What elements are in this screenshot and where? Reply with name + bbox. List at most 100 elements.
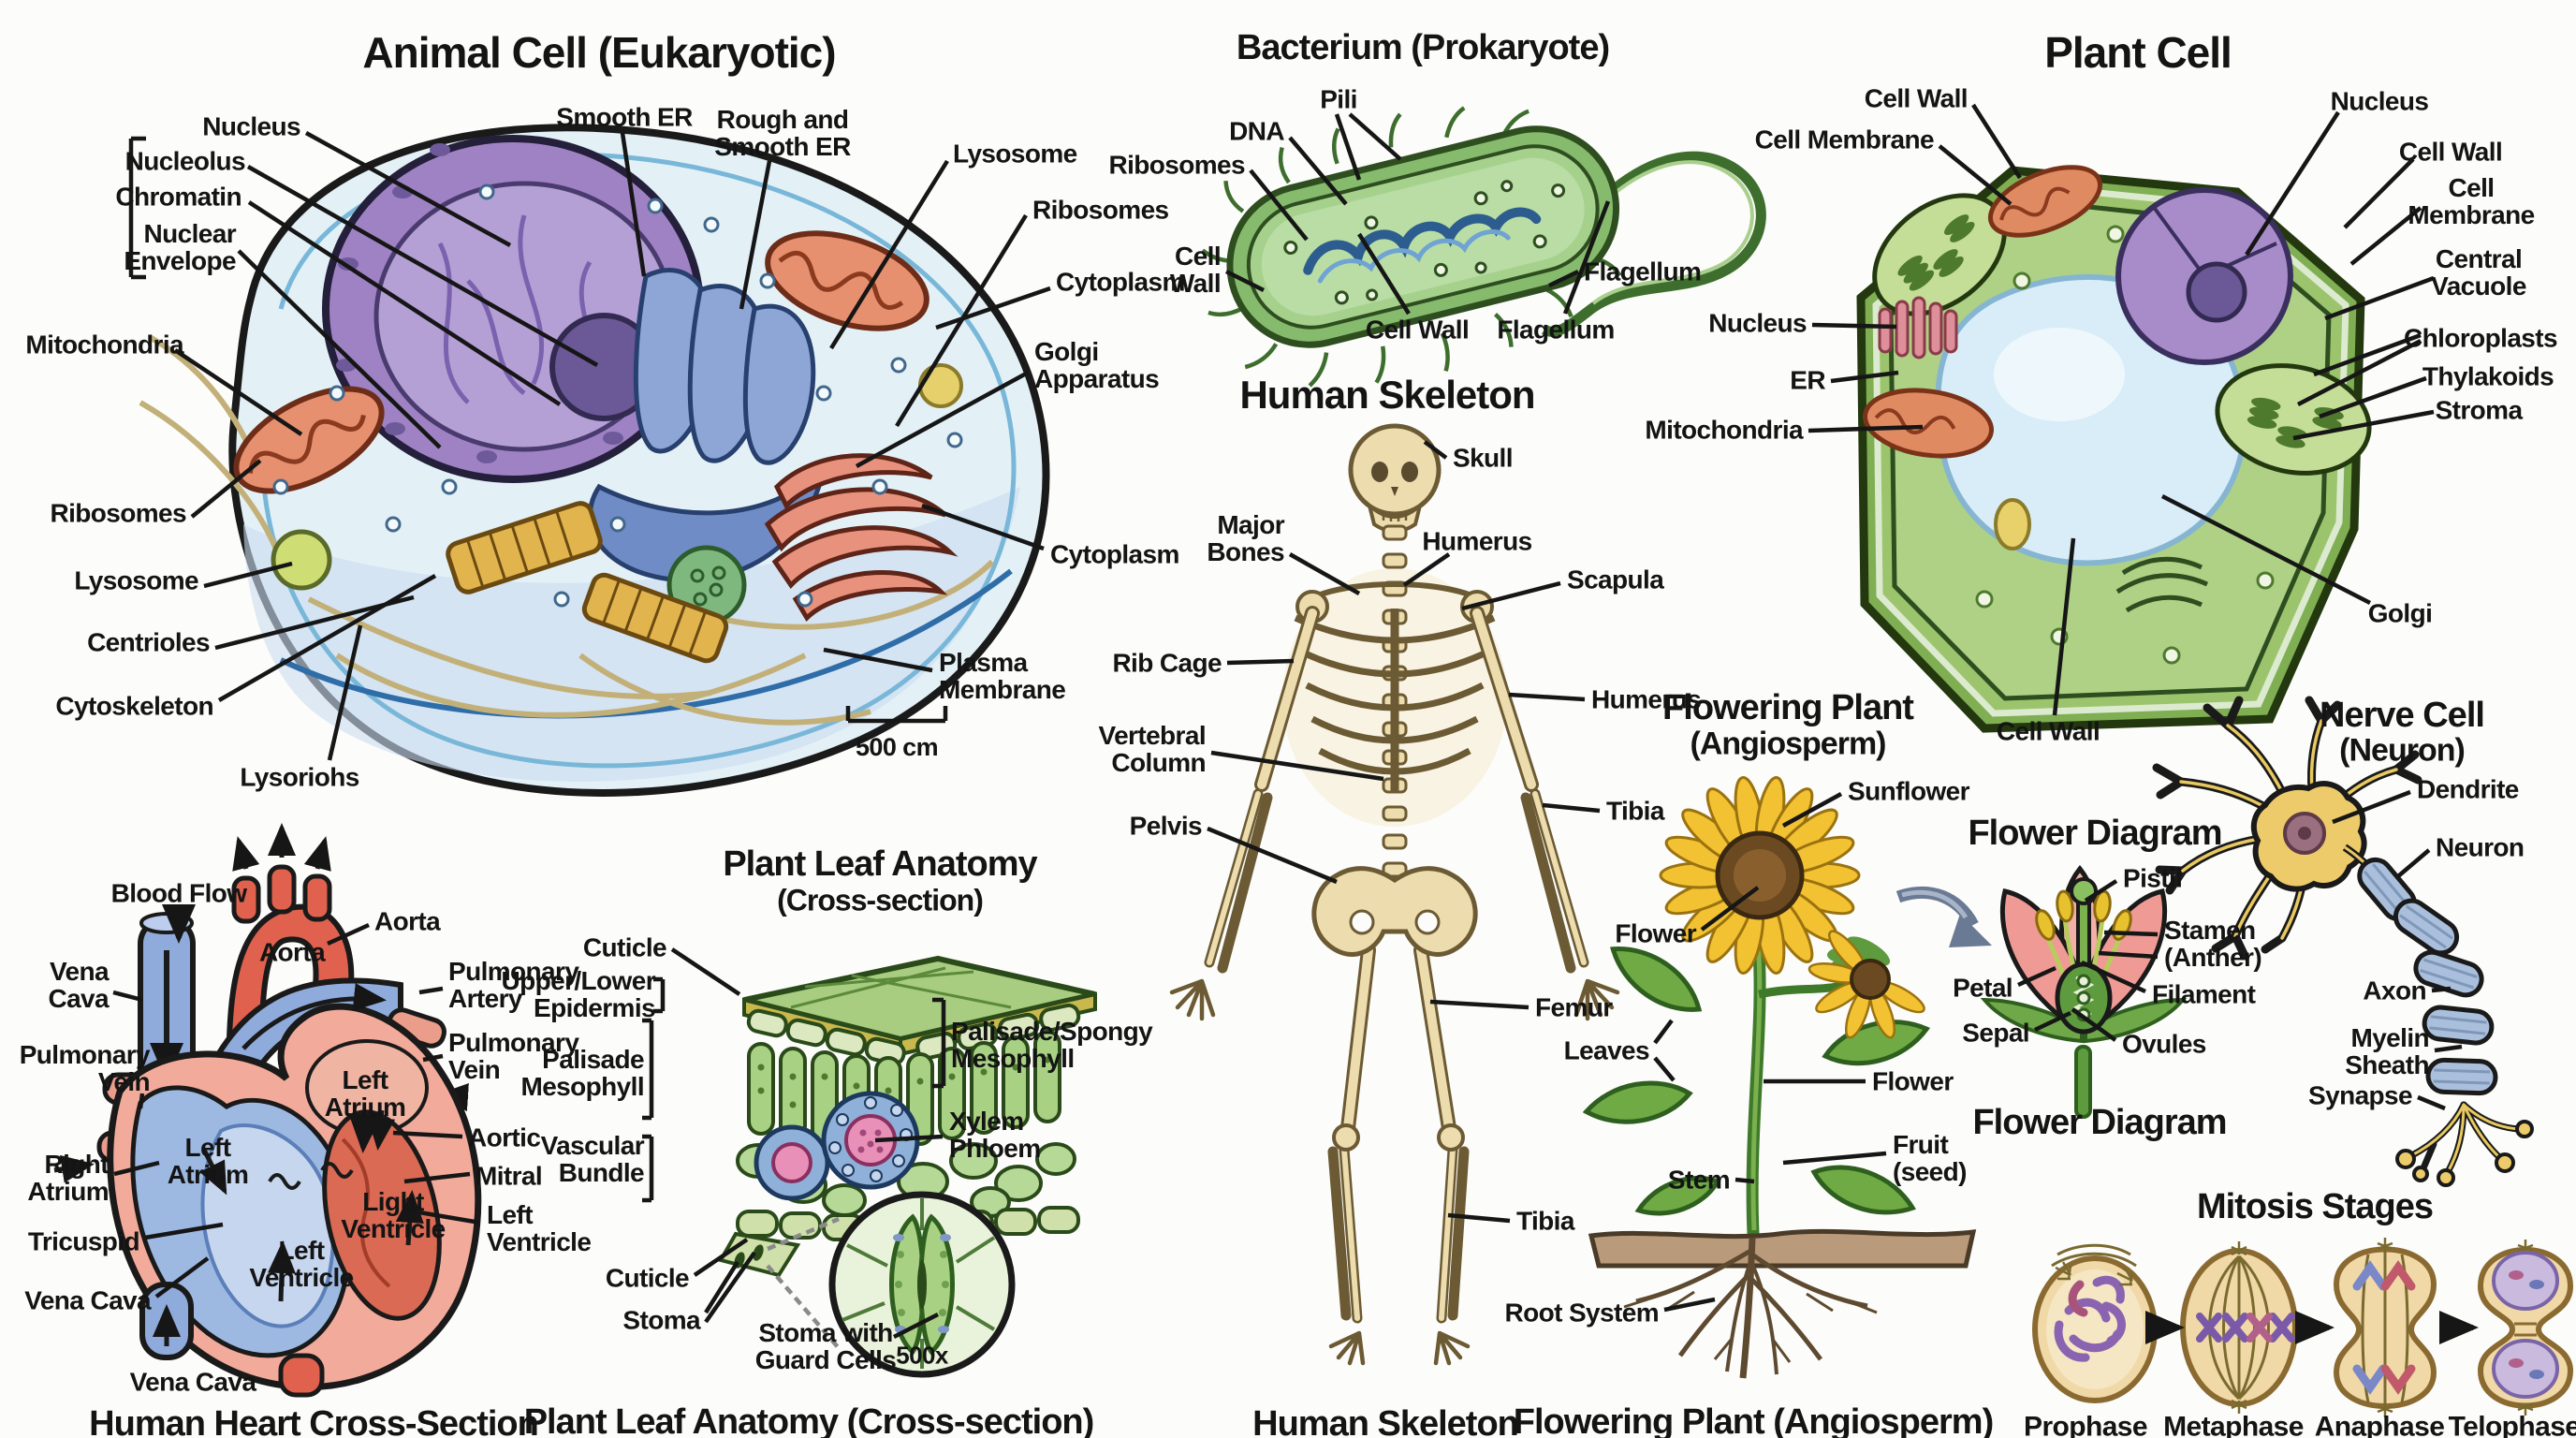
plant-leaf-leader-line: [693, 1238, 749, 1277]
nerve-cell-leader-line: [2434, 1044, 2463, 1053]
label-vena-cava-bottom: Vena Cava: [129, 1367, 256, 1397]
label-petal: Petal: [1953, 973, 2013, 1003]
flower-diagram-leader-line: [2017, 965, 2056, 988]
label-cuticle-bottom: Cuticle: [605, 1263, 690, 1293]
label-pulmonary-vein-right: Pulmonary Vein: [448, 1027, 579, 1084]
label-pc-cell-wall-bottom: Cell Wall: [1996, 716, 2100, 746]
leaf-title: Plant Leaf Anatomy: [723, 844, 1037, 885]
label-rough-smooth-er: Rough and Smooth ER: [714, 104, 851, 161]
flower-diagram-leader-line: [2034, 1010, 2071, 1033]
label-flagellum-right: Flagellum: [1584, 257, 1702, 286]
bacterium-leader-line: [1334, 113, 1362, 181]
human-heart-leader-line: [422, 1053, 444, 1063]
bacterium-leader-line: [1288, 136, 1348, 206]
animal-cell-leader-line: [173, 348, 303, 436]
flowering-caption: Flowering Plant (Angiosperm): [1513, 1402, 1994, 1438]
label-pulmonary-vein-left: Pulmonary Vein: [19, 1039, 151, 1096]
plant-cell-leader-line: [2292, 409, 2435, 441]
bacterium-leader-line: [1357, 232, 1411, 315]
label-plasma-membrane: Plasma Membrane: [939, 647, 1066, 704]
skeleton-illustration: [1169, 423, 1620, 1366]
plant-leaf-leader-line: [767, 1216, 840, 1252]
label-flagellum-bottom: Flagellum: [1497, 315, 1615, 345]
label-skull: Skull: [1453, 443, 1514, 473]
flowering-title: Flowering Plant: [1662, 688, 1914, 728]
animal-cell-leader-line: [855, 371, 1030, 468]
human-skeleton-leader-line: [1461, 580, 1561, 611]
plant-leaf-leader-line: [766, 1264, 841, 1350]
human-heart-leader-line: [138, 1093, 145, 1109]
label-axon: Axon: [2363, 976, 2426, 1005]
label-rib-cage: Rib Cage: [1112, 648, 1222, 678]
flowering-plant-leader-line: [1653, 1056, 1676, 1082]
heart-caption: Human Heart Cross-Section: [89, 1404, 539, 1438]
human-heart-leader-line: [154, 1256, 210, 1299]
label-vena-cava-left: Vena Cava: [48, 956, 109, 1013]
label-lysosome-left: Lysosome: [74, 565, 198, 595]
plant-cell-leader-line: [2296, 339, 2422, 406]
animal-cell-leader-line: [935, 286, 1051, 330]
flowering-plant-leader-line: [1663, 1297, 1716, 1313]
label-vertebral-column: Vertebral Column: [1098, 720, 1207, 777]
label-filament: Filament: [2152, 979, 2256, 1009]
human-heart-leader-line: [418, 1210, 481, 1225]
flowering-plant-leader-line: [1734, 1177, 1755, 1184]
plant-cell-leader-line: [2245, 110, 2340, 257]
label-lysoriohs: Lysoriohs: [240, 762, 359, 792]
bacterium-leader-line: [1562, 200, 1611, 315]
label-nucleus: Nucleus: [202, 111, 300, 141]
plant-leaf-leader-line: [874, 1134, 944, 1143]
plant-cell-leader-line: [2343, 157, 2415, 229]
human-heart-leader-line: [327, 922, 370, 946]
flower-diagram-leader-line: [2084, 879, 2118, 902]
flower-diagram-leader-line: [2103, 930, 2159, 937]
nerve-title: Nerve Cell: [2320, 696, 2485, 736]
human-skeleton-leader-line: [1210, 750, 1384, 782]
human-heart-leader-line: [144, 1222, 224, 1240]
animal-cell-leader-line: [739, 160, 772, 310]
label-aorta-callout: Aorta: [374, 906, 441, 936]
label-metaphase: Metaphase: [2163, 1411, 2304, 1438]
leaf-illustration: [717, 955, 1097, 1378]
label-pulmonary-artery: Pulmonary Artery: [448, 956, 579, 1013]
human-heart-arrow: [348, 1112, 383, 1153]
label-flower-left: Flower: [1615, 918, 1696, 948]
label-bact-ribosomes: Ribosomes: [1108, 150, 1245, 180]
human-skeleton-leader-line: [1542, 802, 1601, 814]
label-central-vacuole: Central Vacuole: [2431, 243, 2526, 301]
mitosis-title: Mitosis Stages: [2196, 1187, 2434, 1227]
label-vascular-bundle: Vascular Bundle: [540, 1130, 645, 1187]
label-sunflower: Sunflower: [1848, 776, 1970, 806]
label-stoma: Stoma: [622, 1305, 700, 1335]
label-mitochondria: Mitochondria: [25, 330, 183, 360]
human-heart-leader-line: [112, 990, 143, 1003]
label-stoma-guard-cells: Stoma with Guard Cells: [754, 1317, 897, 1374]
plant-cell-leader-line: [2319, 375, 2427, 419]
flower-diagram-leader-line: [2098, 950, 2159, 960]
label-anaphase: Anaphase: [2314, 1411, 2445, 1438]
label-light-ventricle: Light Ventricle: [341, 1186, 446, 1243]
label-mitral: Mitral: [476, 1161, 543, 1191]
plant-cell-leader-line: [2052, 537, 2076, 716]
plant-cell-leader-line: [1830, 370, 1899, 384]
animal-cell-leader-line: [823, 647, 933, 673]
label-pistil: Pistil: [2123, 863, 2183, 893]
label-pc-nucleus-right: Nucleus: [2330, 86, 2429, 116]
label-aorta-on-art: Aorta: [258, 937, 326, 967]
label-leaves: Leaves: [1563, 1035, 1650, 1065]
label-humerus-top: Humerus: [1422, 526, 1532, 556]
human-skeleton-leader-line: [1207, 826, 1338, 885]
label-flower-stem: Flower: [1872, 1066, 1954, 1096]
plant-cell-illustration: [1856, 165, 2372, 733]
label-stamen-anther: Stamen (Anther): [2164, 915, 2262, 972]
label-tibia-lower: Tibia: [1516, 1206, 1574, 1236]
human-heart-leader-line: [403, 1171, 471, 1184]
human-heart-leader-line: [392, 1130, 463, 1139]
label-dna: DNA: [1229, 116, 1284, 146]
plant-cell-leader-line: [1811, 322, 1897, 330]
label-pc-cell-membrane-right: Cell Membrane: [2408, 172, 2535, 229]
label-centrioles: Centrioles: [87, 627, 211, 657]
